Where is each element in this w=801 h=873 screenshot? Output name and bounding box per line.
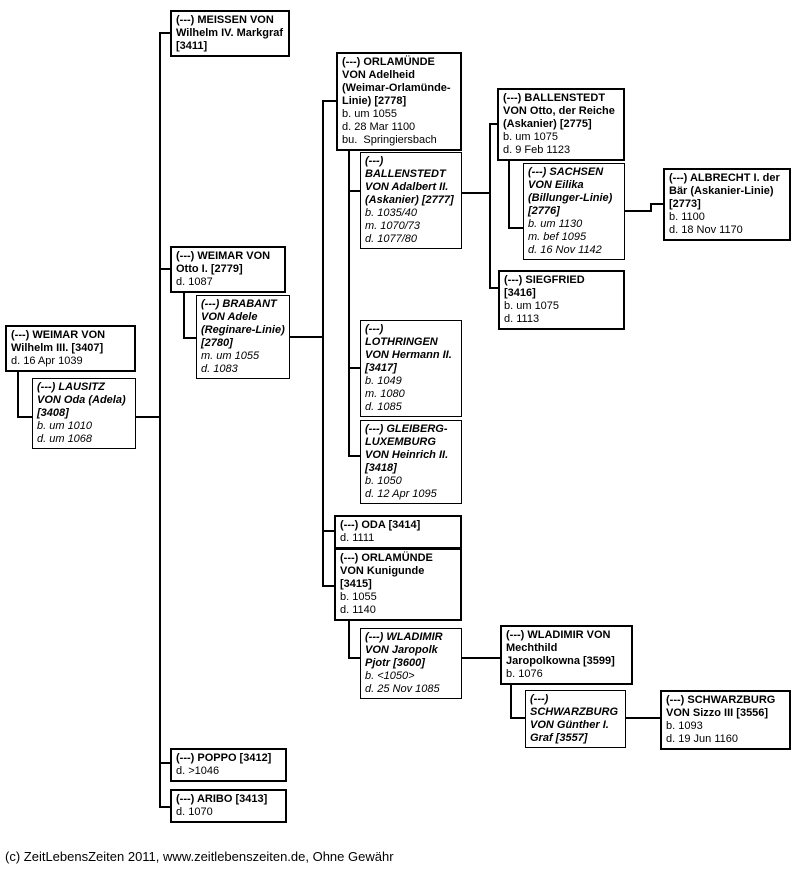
connector-gen3-siblings — [489, 123, 491, 289]
copyright-footer: (c) ZeitLebensZeiten 2011, www.zeitleben… — [5, 849, 394, 864]
connector-to-ballenstedt-2775 — [489, 123, 498, 125]
connector-to-kunigunde-3415 — [322, 585, 334, 587]
connector-to-oda-3414 — [322, 530, 334, 532]
person-name: (---) ORLAMÜNDE VON Kunigunde [3415] — [340, 552, 433, 590]
person-name: (---) SCHWARZBURG VON Sizzo III [3556] — [666, 694, 776, 719]
person-name: (---) BALLENSTEDT VON Adalbert II. (Aska… — [365, 155, 454, 206]
person-box-wladimir-jaropolk-3600: (---) WLADIMIR VON Jaropolk Pjotr [3600]… — [360, 628, 462, 699]
person-box-ballenstedt-adalbert-2777: (---) BALLENSTEDT VON Adalbert II. (Aska… — [360, 152, 462, 249]
connector-couple-2775-2776 — [624, 210, 652, 212]
connector-spouse-chain-2778 — [348, 146, 350, 457]
person-name: (---) LAUSITZ VON Oda (Adela) [3408] — [37, 381, 126, 419]
connector-spouse-drop-3407 — [17, 371, 19, 418]
connector-gen1-siblings — [159, 32, 161, 808]
person-name: (---) GLEIBERG-LUXEMBURG VON Heinrich II… — [365, 423, 449, 474]
connector-spouse-drop-2779 — [183, 291, 185, 339]
person-dates: b. 1076 — [506, 668, 543, 680]
person-name: (---) ORLAMÜNDE VON Adelheid (Weimar-Orl… — [342, 56, 451, 107]
connector-to-meissen-3411 — [159, 32, 172, 34]
person-box-lothringen-hermann-3417: (---) LOTHRINGEN VON Hermann II. [3417] … — [360, 320, 462, 417]
person-name: (---) SACHSEN VON Eilika (Billunger-Lini… — [528, 166, 613, 217]
connector-into-lausitz-3408 — [17, 416, 32, 418]
person-box-weimar-otto-2779: (---) WEIMAR VON Otto I. [2779] d. 1087 — [170, 246, 286, 293]
person-name: (---) SIEGFRIED [3416] — [504, 274, 585, 299]
person-name: (---) ARIBO [3413] — [176, 793, 268, 805]
person-box-schwarzburg-sizzo-3556: (---) SCHWARZBURG VON Sizzo III [3556] b… — [660, 690, 791, 750]
connector-couple-2778-2777 — [462, 192, 490, 194]
person-box-poppo-3412: (---) POPPO [3412] d. >1046 — [170, 748, 287, 782]
person-name: (---) WEIMAR VON Wilhelm III. [3407] — [11, 329, 106, 354]
person-name: (---) ALBRECHT I. der Bär (Askanier-Lini… — [669, 172, 780, 210]
person-dates: b. <1050>d. 25 Nov 1085 — [365, 670, 440, 695]
connector-to-orlamuende-2778 — [322, 100, 336, 102]
person-name: (---) SCHWARZBURG VON Günther I. Graf [3… — [530, 693, 618, 744]
connector-into-lothringen-3417 — [348, 367, 360, 369]
connector-jog-albrecht — [650, 203, 652, 212]
person-name: (---) WLADIMIR VON Mechthild Jaropolkown… — [506, 629, 615, 667]
person-name: (---) LOTHRINGEN VON Hermann II. [3417] — [365, 323, 452, 374]
person-name: (---) BALLENSTEDT VON Otto, der Reiche (… — [503, 92, 615, 130]
connector-couple-2779-2780 — [289, 336, 323, 338]
connector-couple-3407-3408 — [135, 416, 159, 418]
connector-to-aribo-3413 — [159, 806, 172, 808]
person-box-oda-3414: (---) ODA [3414] d. 1111 — [334, 515, 462, 549]
person-dates: d. 16 Apr 1039 — [11, 355, 83, 367]
connector-into-adalbert-2777 — [348, 190, 360, 192]
person-name: (---) MEISSEN VON Wilhelm IV. Markgraf [… — [176, 14, 284, 52]
person-dates: d. 1111 — [340, 532, 375, 544]
person-box-lausitz-oda-3408: (---) LAUSITZ VON Oda (Adela) [3408] b. … — [32, 378, 136, 449]
connector-into-sachsen-2776 — [508, 227, 523, 229]
person-box-wladimir-mechthild-3599: (---) WLADIMIR VON Mechthild Jaropolkown… — [500, 625, 633, 685]
person-dates: d. 1070 — [176, 806, 213, 818]
connector-couple-3599-3557 — [625, 717, 660, 719]
person-dates: d. 1087 — [176, 276, 213, 288]
person-box-brabant-adele-2780: (---) BRABANT VON Adele (Reginare-Linie)… — [196, 295, 290, 379]
person-box-meissen-3411: (---) MEISSEN VON Wilhelm IV. Markgraf [… — [170, 10, 290, 57]
connector-couple-3415-3600 — [462, 657, 500, 659]
connector-spouse-drop-3599 — [510, 683, 512, 719]
connector-to-weimar-2779 — [159, 268, 172, 270]
person-name: (---) POPPO [3412] — [176, 752, 272, 764]
person-name: (---) BRABANT VON Adele (Reginare-Linie)… — [201, 298, 285, 349]
person-box-schwarzburg-guenther-3557: (---) SCHWARZBURG VON Günther I. Graf [3… — [525, 690, 626, 748]
connector-spouse-drop-2775 — [508, 152, 510, 229]
connector-spouse-drop-3415 — [348, 619, 350, 659]
person-box-orlamuende-adelheid-2778: (---) ORLAMÜNDE VON Adelheid (Weimar-Orl… — [336, 52, 462, 151]
connector-into-schwarzburg-3557 — [510, 717, 525, 719]
connector-into-gleiberg-3418 — [348, 455, 360, 457]
person-name: (---) ODA [3414] — [340, 519, 421, 531]
connector-into-wladimir-3600 — [348, 657, 360, 659]
connector-gen2-siblings — [322, 100, 324, 587]
person-name: (---) WEIMAR VON Otto I. [2779] — [176, 250, 271, 275]
person-box-gleiberg-heinrich-3418: (---) GLEIBERG-LUXEMBURG VON Heinrich II… — [360, 420, 462, 504]
person-box-aribo-3413: (---) ARIBO [3413] d. 1070 — [170, 789, 287, 823]
connector-to-poppo-3412 — [159, 762, 172, 764]
connector-into-albrecht-2773 — [650, 203, 663, 205]
connector-into-brabant-2780 — [183, 337, 196, 339]
person-box-weimar-wilhelm-3407: (---) WEIMAR VON Wilhelm III. [3407] d. … — [5, 325, 136, 372]
person-name: (---) WLADIMIR VON Jaropolk Pjotr [3600] — [365, 631, 443, 669]
person-box-albrecht-2773: (---) ALBRECHT I. der Bär (Askanier-Lini… — [663, 168, 791, 241]
connector-to-siegfried-3416 — [489, 287, 498, 289]
person-box-sachsen-eilika-2776: (---) SACHSEN VON Eilika (Billunger-Lini… — [523, 163, 625, 260]
person-box-ballenstedt-otto-2775: (---) BALLENSTEDT VON Otto, der Reiche (… — [497, 88, 625, 161]
person-box-orlamuende-kunigunde-3415: (---) ORLAMÜNDE VON Kunigunde [3415] b. … — [334, 548, 462, 621]
person-dates: d. >1046 — [176, 765, 220, 777]
